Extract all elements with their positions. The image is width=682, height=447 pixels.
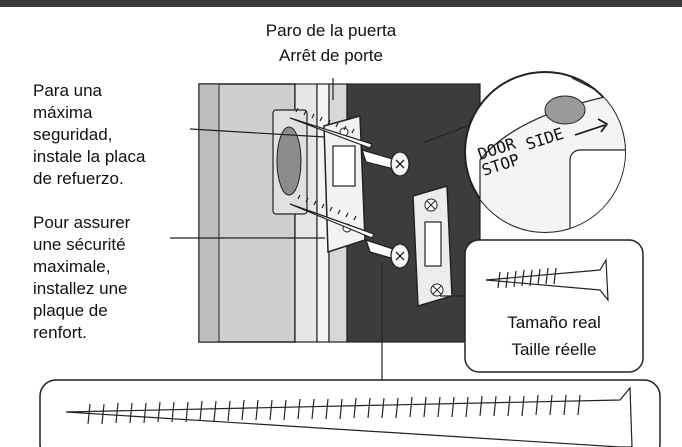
instruction-fr-line: maximale,: [33, 257, 111, 276]
long-screw-icon: [65, 386, 633, 447]
leader-lines: [170, 78, 471, 380]
arrow-icon: [574, 118, 609, 136]
instruction-fr-line: renfort.: [33, 323, 87, 342]
instruction-fr: Pour assurer une sécurité maximale, inst…: [33, 212, 130, 344]
foreground-screws: [360, 149, 410, 269]
instruction-es-line: máxima: [33, 103, 93, 122]
instruction-es-line: Para una: [33, 81, 102, 100]
instruction-es-line: de refuerzo.: [33, 169, 124, 188]
instruction-es-line: instale la placa: [33, 147, 146, 166]
top-bar: [0, 0, 682, 7]
instruction-fr-line: installez une: [33, 279, 128, 298]
instruction-es: Para una máxima seguridad, instale la pl…: [33, 80, 145, 190]
door-stop-label-fr: Arrêt de porte: [279, 46, 383, 65]
jamb-recess: [272, 109, 308, 215]
instruction-es-line: seguridad,: [33, 125, 113, 144]
strike-plate: [412, 185, 453, 307]
instruction-fr-line: Pour assurer: [33, 213, 131, 232]
magnifier-circle: DOOR STOP SIDE: [464, 71, 626, 233]
actual-size-screw-icon: [485, 257, 609, 302]
actual-size-label-fr: Taille réelle: [511, 340, 597, 359]
long-screws: [289, 107, 375, 239]
actual-size-label-es: Tamaño real: [507, 313, 601, 332]
long-screw-box: [39, 379, 661, 447]
door-stop-label-es: Paro de la puerta: [265, 21, 397, 40]
actual-size-box: [464, 239, 644, 373]
instruction-fr-line: plaque de: [33, 301, 108, 320]
instruction-fr-line: une sécurité: [33, 235, 126, 254]
